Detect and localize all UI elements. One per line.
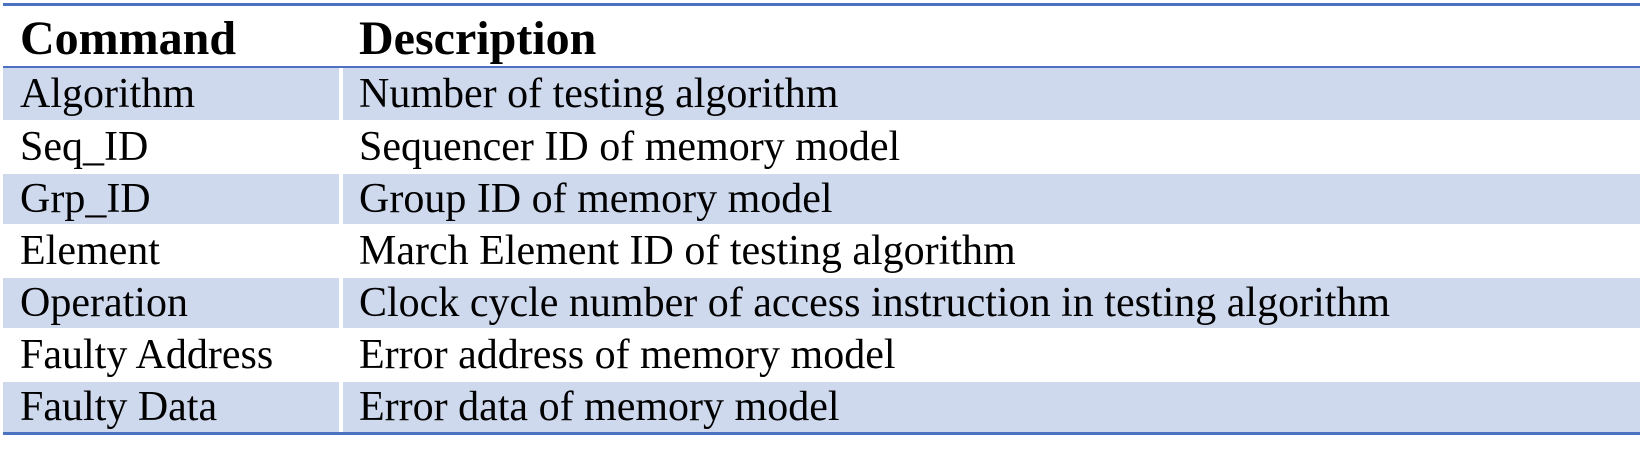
- command-cell: Operation: [3, 278, 339, 328]
- description-cell: Group ID of memory model: [343, 174, 1640, 224]
- table-row: Faulty Address Error address of memory m…: [3, 328, 1640, 380]
- table-row: Element March Element ID of testing algo…: [3, 224, 1640, 276]
- table-header-rule: [3, 66, 1640, 68]
- command-cell: Algorithm: [3, 68, 339, 120]
- command-cell: Faulty Data: [3, 382, 339, 432]
- description-cell: Sequencer ID of memory model: [343, 122, 1640, 172]
- table-header-row: Command Description: [3, 6, 1640, 66]
- table-top-rule: [3, 3, 1640, 6]
- table-row: Faulty Data Error data of memory model: [3, 380, 1640, 432]
- header-description: Description: [359, 12, 597, 65]
- header-command: Command: [20, 12, 237, 65]
- command-cell: Element: [3, 226, 339, 276]
- command-cell: Seq_ID: [3, 122, 339, 172]
- table-row: Algorithm Number of testing algorithm: [3, 68, 1640, 120]
- description-cell: Error address of memory model: [343, 330, 1640, 380]
- command-cell: Grp_ID: [3, 174, 339, 224]
- table-row: Operation Clock cycle number of access i…: [3, 276, 1640, 328]
- table-bottom-rule: [3, 432, 1640, 435]
- description-cell: Clock cycle number of access instruction…: [343, 278, 1640, 328]
- description-cell: Error data of memory model: [343, 382, 1640, 432]
- command-table: Command Description Algorithm Number of …: [3, 3, 1640, 435]
- description-cell: March Element ID of testing algorithm: [343, 226, 1640, 276]
- table-row: Seq_ID Sequencer ID of memory model: [3, 120, 1640, 172]
- command-cell: Faulty Address: [3, 330, 339, 380]
- table-row: Grp_ID Group ID of memory model: [3, 172, 1640, 224]
- description-cell: Number of testing algorithm: [343, 68, 1640, 120]
